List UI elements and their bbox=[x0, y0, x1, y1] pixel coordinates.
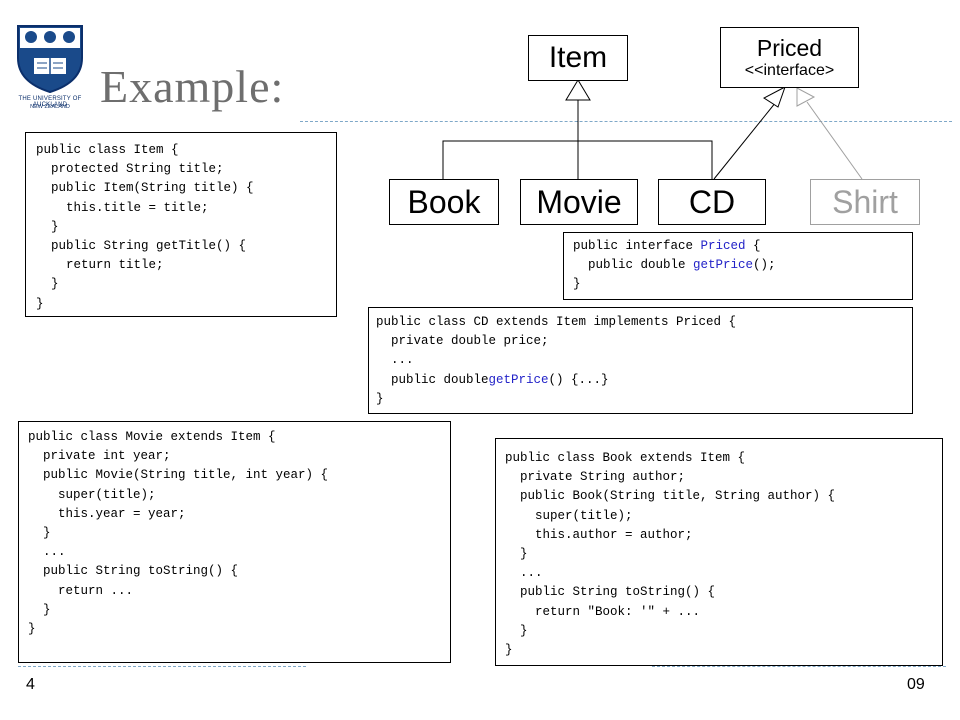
uml-movie-class: Movie bbox=[520, 179, 638, 225]
code-line: public String toString() { bbox=[505, 585, 716, 600]
code-text: public double bbox=[376, 372, 489, 387]
priced-realization-arrow bbox=[763, 85, 786, 108]
uml-book-class: Book bbox=[389, 179, 499, 225]
university-crest-icon bbox=[17, 25, 83, 94]
book-class-code: public class Book extends Item { private… bbox=[495, 438, 943, 666]
code-line: } bbox=[505, 643, 513, 658]
uml-item-class: Item bbox=[528, 35, 628, 81]
priced-label: Priced bbox=[756, 35, 823, 61]
item-generalization-arrow bbox=[565, 79, 591, 101]
code-line: this.title = title; bbox=[36, 200, 209, 215]
code-line: public doublegetPrice() {...} bbox=[376, 371, 912, 390]
interface-stereotype: <<interface> bbox=[744, 62, 835, 79]
code-keyword: Priced bbox=[700, 239, 746, 253]
logo-subcaption: NEW ZEALAND bbox=[30, 104, 70, 110]
code-line: return title; bbox=[36, 258, 164, 273]
code-text: public double bbox=[573, 258, 694, 273]
uml-connectors bbox=[442, 79, 863, 180]
cd-class-code: public class CD extends Item implements … bbox=[368, 307, 913, 414]
code-line: private int year; bbox=[28, 449, 171, 464]
code-line: ... bbox=[28, 545, 66, 560]
code-line: public Book(String title, String author)… bbox=[505, 489, 836, 504]
slide-title: Example: bbox=[100, 61, 285, 112]
code-line: public class Book extends Item { bbox=[505, 451, 746, 465]
code-line: protected String title; bbox=[36, 162, 224, 177]
cd-realization-line bbox=[713, 101, 777, 180]
priced-interface-code: public interface Priced { public double … bbox=[563, 232, 913, 300]
code-line: } bbox=[376, 391, 384, 406]
code-line: super(title); bbox=[28, 487, 156, 502]
code-line: } bbox=[36, 296, 44, 311]
code-line: ... bbox=[376, 353, 414, 368]
code-line: } bbox=[505, 547, 528, 562]
code-line: } bbox=[28, 622, 36, 637]
code-line: public Movie(String title, int year) { bbox=[28, 468, 329, 483]
logo-caption: THE UNIVERSITY OF AUCKLAND bbox=[18, 96, 82, 108]
bottom-divider-left bbox=[18, 666, 306, 667]
code-line: return ... bbox=[28, 583, 134, 598]
code-line: public class CD extends Item implements … bbox=[376, 315, 737, 329]
code-text: (); bbox=[753, 258, 776, 273]
code-keyword: getPrice bbox=[488, 372, 549, 387]
code-text: () {...} bbox=[548, 372, 609, 387]
code-line: this.author = author; bbox=[505, 527, 693, 542]
code-keyword: getPrice bbox=[693, 258, 754, 273]
code-text: { bbox=[745, 239, 761, 253]
code-line: } bbox=[28, 602, 51, 617]
item-class-code: public class Item { protected String tit… bbox=[25, 132, 337, 317]
code-line: public String toString() { bbox=[28, 564, 239, 579]
code-line: public interface Priced { bbox=[573, 237, 912, 256]
code-line: this.year = year; bbox=[28, 506, 186, 521]
code-line: public double getPrice(); bbox=[573, 256, 912, 275]
code-line: return "Book: '" + ... bbox=[505, 604, 701, 619]
uml-priced-interface: Priced <<interface> bbox=[720, 27, 859, 88]
code-line: ... bbox=[505, 566, 543, 581]
bottom-divider-right bbox=[652, 666, 946, 667]
page-footer-year: 09 bbox=[907, 676, 925, 693]
top-divider bbox=[300, 121, 952, 122]
movie-class-code: public class Movie extends Item { privat… bbox=[18, 421, 451, 663]
code-text: public interface bbox=[573, 239, 701, 253]
code-line: private double price; bbox=[376, 334, 549, 349]
shirt-realization-arrow bbox=[796, 87, 816, 107]
uml-shirt-class: Shirt bbox=[810, 179, 920, 225]
code-line: } bbox=[28, 526, 51, 541]
code-line: } bbox=[36, 219, 59, 234]
page-number: 4 bbox=[26, 676, 35, 693]
shirt-realization-line bbox=[806, 101, 863, 180]
code-line: public class Item { bbox=[36, 143, 179, 157]
code-line: public String getTitle() { bbox=[36, 239, 247, 254]
code-line: } bbox=[36, 277, 59, 292]
university-logo: THE UNIVERSITY OF AUCKLAND NEW ZEALAND bbox=[14, 22, 86, 114]
code-line: public class Movie extends Item { bbox=[28, 430, 276, 444]
code-line: } bbox=[505, 623, 528, 638]
uml-cd-class: CD bbox=[658, 179, 766, 225]
code-line: private String author; bbox=[505, 470, 686, 485]
code-line: public Item(String title) { bbox=[36, 181, 254, 196]
code-line: super(title); bbox=[505, 508, 633, 523]
code-line: } bbox=[573, 277, 581, 292]
